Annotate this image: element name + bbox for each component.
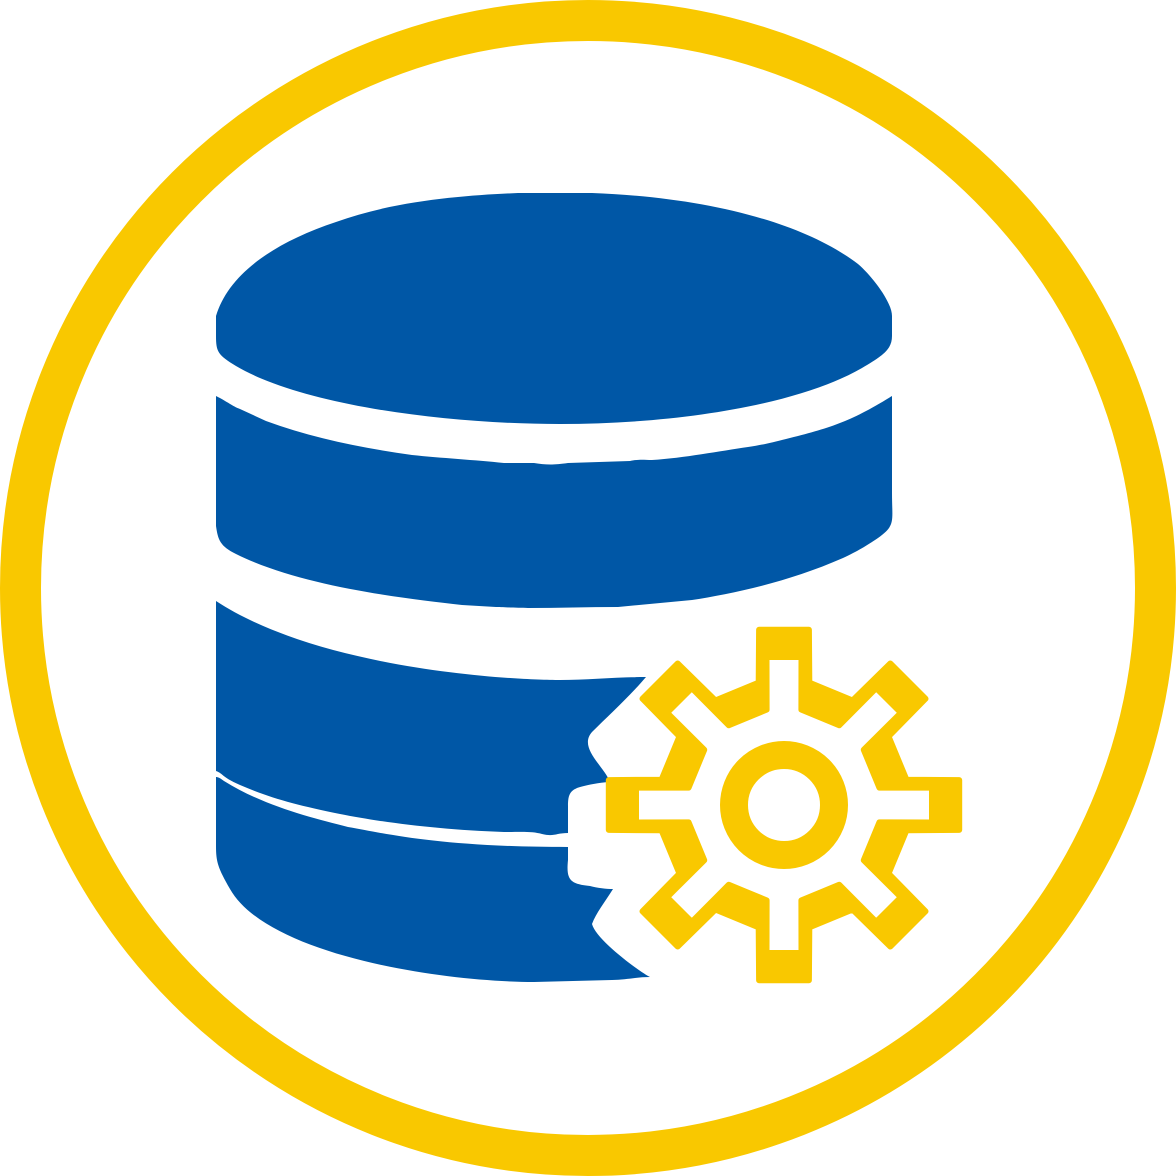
database-icon: [216, 193, 893, 982]
gear-icon: [605, 626, 963, 984]
database-lower-segment: [216, 601, 646, 836]
database-bottom-segment: [216, 777, 650, 982]
database-top-segment: [216, 193, 892, 424]
gear-center-hole: [720, 741, 848, 869]
database-middle-segment: [216, 396, 893, 608]
gear-body: [605, 626, 963, 984]
